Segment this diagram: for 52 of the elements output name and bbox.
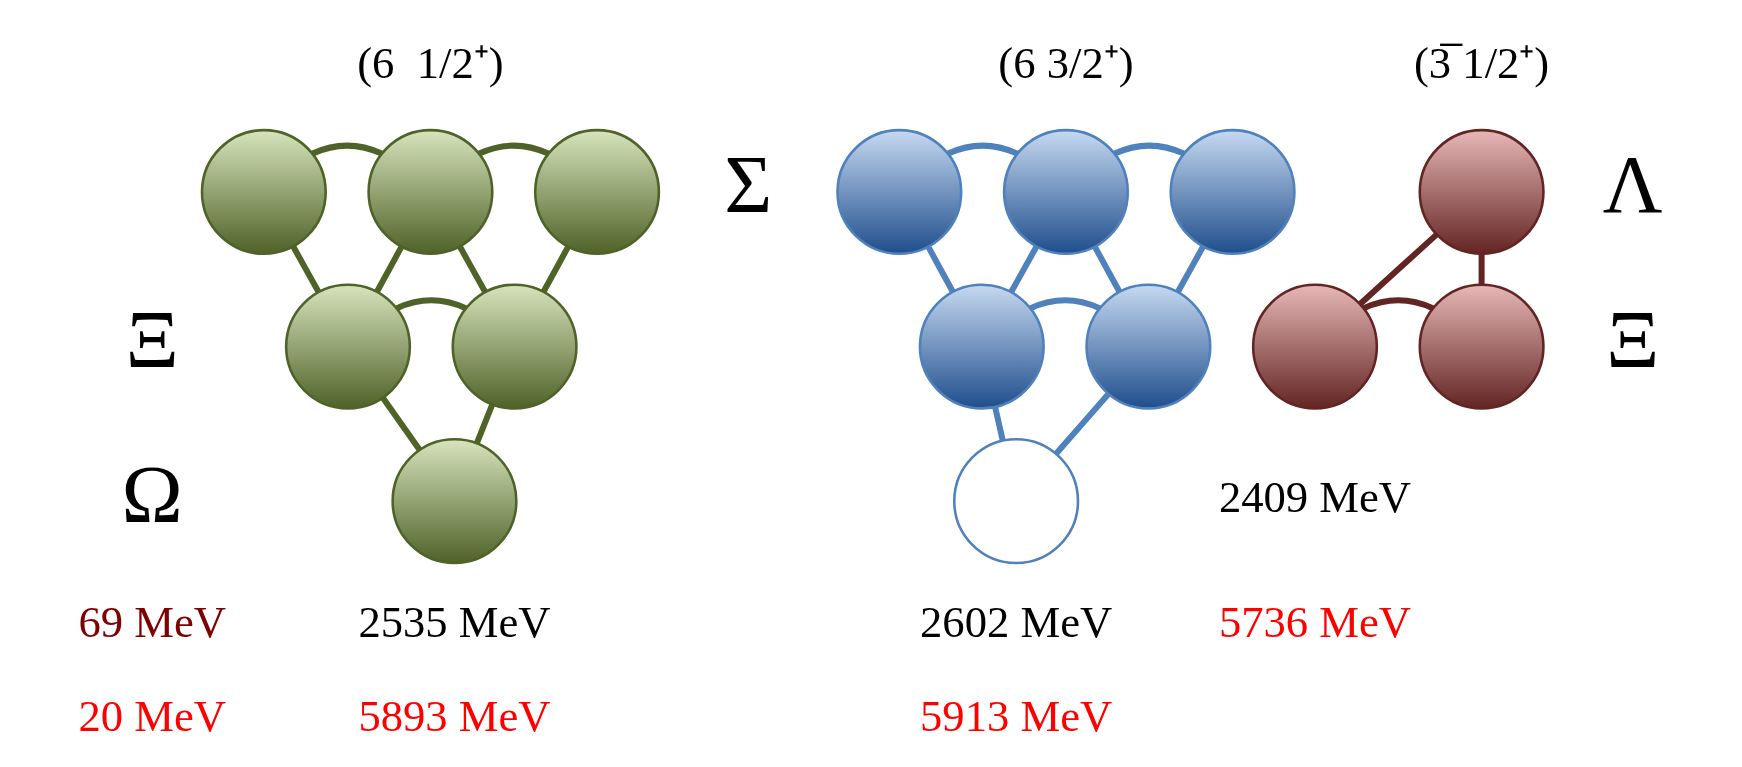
connector — [1362, 297, 1434, 311]
node-circle — [1251, 283, 1379, 410]
connector — [290, 245, 322, 294]
connector — [1478, 253, 1485, 285]
label: 2602 MeV — [920, 596, 1113, 647]
label: Ξ — [1606, 294, 1660, 386]
node-circle — [918, 283, 1045, 410]
label: Λ — [1602, 139, 1663, 231]
node-circle — [200, 128, 327, 256]
label: 69 MeV — [78, 596, 226, 647]
connector — [478, 142, 550, 157]
label: (6 1/2⁺) — [357, 38, 504, 89]
connector — [457, 245, 488, 294]
connector — [1358, 232, 1439, 307]
label: 5893 MeV — [358, 690, 551, 741]
node-circle — [1169, 128, 1296, 256]
connector — [946, 142, 1019, 157]
connector — [1092, 245, 1123, 294]
label: Ω — [121, 448, 183, 540]
label: 5913 MeV — [920, 690, 1113, 741]
node-circle — [1418, 283, 1545, 410]
node-circle — [1002, 128, 1130, 256]
connector — [474, 403, 495, 445]
node-circle — [836, 128, 963, 256]
connector — [1054, 392, 1111, 456]
connector — [311, 142, 383, 157]
label: 2535 MeV — [358, 596, 551, 647]
node-circle — [451, 283, 578, 410]
label: 20 MeV — [78, 690, 226, 741]
node-circle — [391, 438, 518, 565]
node-circle — [367, 128, 494, 256]
label: (3̅ 1/2⁺) — [1413, 38, 1550, 89]
connector — [926, 245, 956, 294]
label: Ξ — [125, 294, 179, 386]
connector — [395, 297, 467, 311]
connector — [380, 396, 422, 452]
label: Σ — [724, 139, 773, 231]
connector — [374, 245, 404, 294]
node-circle — [953, 438, 1080, 565]
node-circle — [533, 128, 661, 256]
label: 2409 MeV — [1218, 471, 1412, 522]
connector — [540, 245, 571, 294]
connector — [1029, 297, 1101, 311]
label: (6 3/2⁺) — [998, 38, 1134, 89]
node-circle — [1418, 128, 1545, 256]
node-circle — [1085, 283, 1212, 410]
label: 5736 MeV — [1218, 596, 1412, 647]
node-circle — [284, 283, 412, 410]
connector — [992, 406, 1006, 442]
connector — [1113, 142, 1185, 157]
connector — [1175, 245, 1206, 294]
connector — [1008, 245, 1040, 294]
